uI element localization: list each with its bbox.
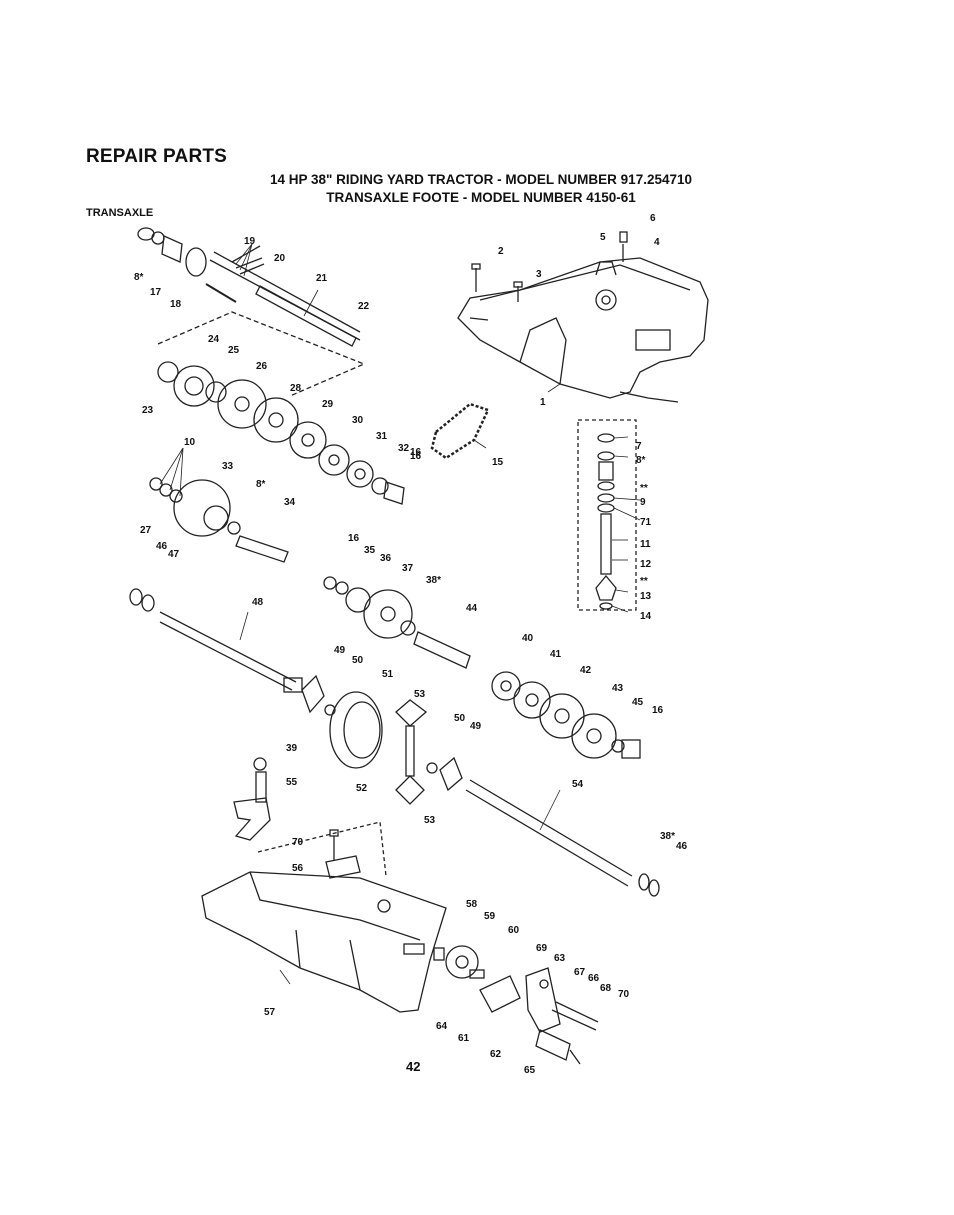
part-callout: 46 <box>156 541 168 552</box>
part-callout: 42 <box>580 665 592 676</box>
part-callout: 71 <box>640 517 652 528</box>
part-callout: 39 <box>286 743 298 754</box>
part-callout: 68 <box>600 983 612 994</box>
part-callout: 58 <box>466 899 478 910</box>
part-callout: 5 <box>600 232 606 243</box>
part-callout: 25 <box>228 345 240 356</box>
part-callout: 45 <box>632 697 644 708</box>
part-callout: 40 <box>522 633 534 644</box>
part-callout: 65 <box>524 1065 536 1076</box>
part-callout: 22 <box>358 301 370 312</box>
part-callout: 3 <box>536 269 542 280</box>
part-callout: 21 <box>316 273 328 284</box>
part-callout: 35 <box>364 545 376 556</box>
part-callout: 38* <box>426 575 442 586</box>
part-callout: 24 <box>208 334 220 345</box>
part-callout: 33 <box>222 461 234 472</box>
part-callout: 53 <box>414 689 426 700</box>
part-callout: 50 <box>352 655 364 666</box>
part-callout: 49 <box>334 645 346 656</box>
lower-case-housing <box>201 871 447 1013</box>
part-callout: 16 <box>410 447 422 458</box>
part-callout: 59 <box>484 911 496 922</box>
part-callout: 31 <box>376 431 388 442</box>
part-callout: 11 <box>640 539 651 550</box>
part-callout: 28 <box>290 383 302 394</box>
part-callout: 29 <box>322 399 334 410</box>
part-callout: 70 <box>292 837 304 848</box>
part-callout: 16 <box>348 533 360 544</box>
part-callout: 16 <box>652 705 664 716</box>
part-callout: 18 <box>170 299 182 310</box>
part-callout: 34 <box>284 497 296 508</box>
part-callout: 47 <box>168 549 180 560</box>
page-number: 42 <box>406 1059 421 1074</box>
part-callout: 30 <box>352 415 364 426</box>
part-callout: 16 <box>410 451 422 462</box>
part-callout: 17 <box>150 287 162 298</box>
part-callout: 49 <box>470 721 482 732</box>
part-callout: 55 <box>286 777 298 788</box>
part-callout: 8* <box>636 455 646 466</box>
part-callout: 27 <box>140 525 152 536</box>
part-callout: 62 <box>490 1049 502 1060</box>
part-callout: 13 <box>640 591 652 602</box>
subtitle-model: 14 HP 38" RIDING YARD TRACTOR - MODEL NU… <box>269 172 693 187</box>
part-callout: 32 <box>398 443 410 454</box>
part-callout: 20 <box>274 253 286 264</box>
part-callout: 60 <box>508 925 520 936</box>
part-callout: 54 <box>572 779 584 790</box>
part-callout: ** <box>640 576 648 587</box>
part-callout: 1 <box>540 397 546 408</box>
part-callout: 43 <box>612 683 624 694</box>
part-callout: 15 <box>492 457 504 468</box>
part-callout: 7 <box>636 441 642 452</box>
part-callout: 48 <box>252 597 264 608</box>
part-callout: 51 <box>382 669 394 680</box>
part-callout: 26 <box>256 361 268 372</box>
part-callout: 52 <box>356 783 368 794</box>
part-callout: 6 <box>650 213 656 224</box>
part-callout: 41 <box>550 649 562 660</box>
part-callout: 69 <box>536 943 548 954</box>
part-callout: 38* <box>660 831 676 842</box>
page-title: REPAIR PARTS <box>86 146 228 167</box>
part-callout: 2 <box>498 246 504 257</box>
part-callout: 14 <box>640 611 652 622</box>
part-callout: 64 <box>436 1021 448 1032</box>
part-callout: 44 <box>466 603 478 614</box>
part-callout: 66 <box>588 973 600 984</box>
part-callout: 23 <box>142 405 154 416</box>
part-callout: 12 <box>640 559 652 570</box>
part-callout: 4 <box>654 237 660 248</box>
part-callout: 8* <box>134 272 144 283</box>
part-callout: 57 <box>264 1007 276 1018</box>
part-callout: ** <box>640 483 648 494</box>
subtitle-transaxle: TRANSAXLE FOOTE - MODEL NUMBER 4150-61 <box>326 190 636 205</box>
part-callout: 19 <box>244 236 256 247</box>
part-callout: 10 <box>184 437 196 448</box>
part-callout: 8* <box>256 479 266 490</box>
part-callout: 53 <box>424 815 436 826</box>
part-callout: 36 <box>380 553 392 564</box>
part-callout: 61 <box>458 1033 470 1044</box>
section-label: TRANSAXLE <box>86 207 154 219</box>
upper-case-housing <box>457 257 709 403</box>
part-callout: 50 <box>454 713 466 724</box>
part-callout: 56 <box>292 863 304 874</box>
part-callout: 63 <box>554 953 566 964</box>
part-callout: 67 <box>574 967 586 978</box>
part-callout: 46 <box>676 841 688 852</box>
part-callout: 37 <box>402 563 414 574</box>
part-callout: 9 <box>640 497 646 508</box>
part-callout: 70 <box>618 989 630 1000</box>
